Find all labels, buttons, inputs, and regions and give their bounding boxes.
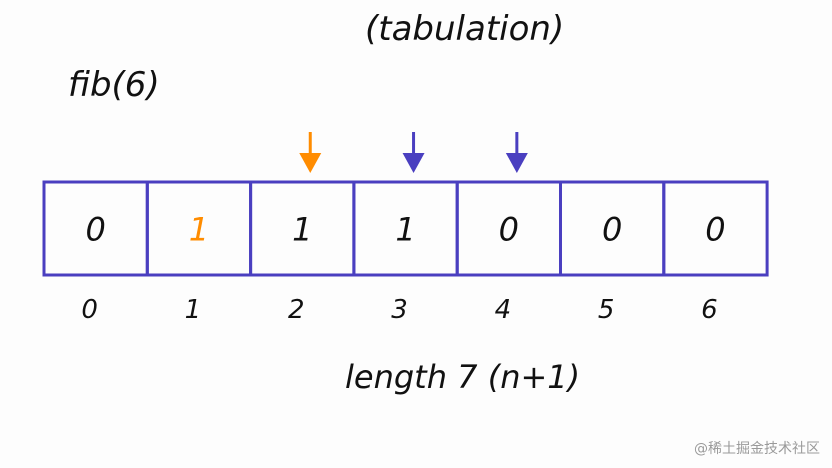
array-cell: 1 — [249, 180, 356, 277]
array-index-label: 5 — [598, 295, 615, 325]
index-labels: 0 1 2 3 4 5 6 — [81, 295, 717, 325]
down-arrow-icon — [505, 132, 528, 173]
function-call-label: fib(6) — [68, 65, 160, 105]
array-index-label: 6 — [701, 295, 718, 325]
array-cell-value: 0 — [705, 211, 725, 249]
down-arrow-icon — [299, 132, 322, 173]
array-cell-value: 1 — [189, 211, 209, 249]
dp-array: 0 1 1 1 0 0 0 — [42, 180, 769, 277]
array-cell-value: 0 — [499, 211, 519, 249]
array-cell-box — [662, 180, 769, 277]
array-index-label: 0 — [81, 295, 98, 325]
array-index-label: 4 — [495, 295, 512, 325]
array-cell: 0 — [662, 180, 769, 277]
array-cell-value: 1 — [292, 211, 312, 249]
array-length-label: length 7 (n+1) — [345, 358, 580, 396]
array-index-label: 2 — [288, 295, 305, 325]
array-cell: 0 — [42, 180, 149, 277]
array-index-label: 3 — [391, 295, 408, 325]
watermark: @稀土掘金技术社区 — [694, 441, 820, 457]
pointer-arrows — [299, 132, 528, 173]
down-arrow-icon — [402, 132, 425, 173]
array-cell-value: 0 — [85, 211, 105, 249]
array-cell: 1 — [145, 180, 253, 277]
array-index-label: 1 — [185, 295, 202, 325]
array-cell-value: 1 — [395, 211, 415, 249]
array-cell: 0 — [559, 180, 666, 277]
array-cell: 1 — [352, 180, 459, 277]
array-cell: 0 — [455, 180, 563, 277]
array-cell-value: 0 — [602, 211, 622, 249]
diagram-title: (tabulation) — [365, 9, 564, 49]
